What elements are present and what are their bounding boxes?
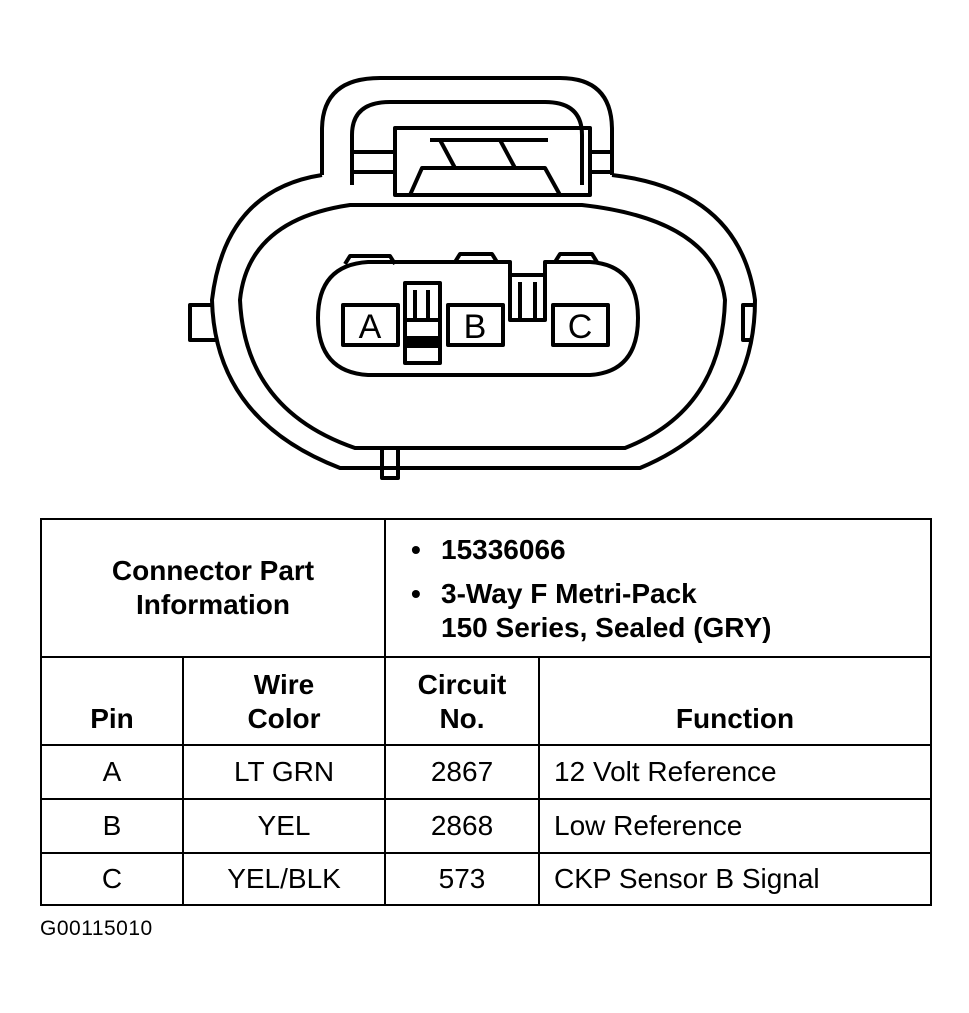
pin-a-label: A xyxy=(359,308,382,346)
pin-cell: C xyxy=(40,852,184,906)
lock-tab-outer xyxy=(320,76,614,175)
part-info-details: 15336066 3-Way F Metri-Pack 150 Series, … xyxy=(384,518,933,658)
pin-b-cavity xyxy=(446,303,505,347)
right-ear xyxy=(741,303,753,342)
circuit-cell: 2867 xyxy=(384,744,541,800)
pin-c-label: C xyxy=(568,308,593,346)
table-row: C YEL/BLK 573 CKP Sensor B Signal xyxy=(40,852,933,906)
terminal-lock-bc xyxy=(508,273,547,322)
column-header-circuit: Circuit No. xyxy=(384,656,541,746)
part-info-row: Connector Part Information 15336066 3-Wa… xyxy=(39,518,933,658)
connector-drawing: A B C xyxy=(188,76,757,480)
wire-color-cell: YEL xyxy=(181,798,387,854)
connector-info-table: Connector Part Information 15336066 3-Wa… xyxy=(39,518,933,906)
pin-cell: B xyxy=(40,798,184,854)
figure-code: G00115010 xyxy=(40,917,153,940)
housing-inner xyxy=(238,203,727,450)
cavity-face xyxy=(316,260,640,377)
left-ear xyxy=(188,303,218,342)
function-cell: 12 Volt Reference xyxy=(538,744,933,800)
column-header-pin: Pin xyxy=(40,656,184,746)
part-info-header: Connector Part Information xyxy=(39,518,387,658)
lock-tab-inner xyxy=(350,100,584,185)
pin-a-cavity xyxy=(341,303,400,347)
function-cell: CKP Sensor B Signal xyxy=(538,852,933,906)
part-number: 15336066 xyxy=(411,533,930,567)
pin-b-label: B xyxy=(464,308,487,346)
bottom-key xyxy=(380,450,400,480)
terminal-lock-ab xyxy=(403,281,442,365)
table-row: B YEL 2868 Low Reference xyxy=(40,798,933,854)
column-header-wire-color: Wire Color xyxy=(181,656,387,746)
table-row: A LT GRN 2867 12 Volt Reference xyxy=(40,744,933,800)
latch-block xyxy=(393,126,592,197)
column-header-function: Function xyxy=(538,656,933,746)
column-header-row: Pin Wire Color Circuit No. Function xyxy=(40,656,933,746)
circuit-cell: 2868 xyxy=(384,798,541,854)
function-cell: Low Reference xyxy=(538,798,933,854)
pin-cell: A xyxy=(40,744,184,800)
housing-outer xyxy=(210,173,757,470)
part-description: 3-Way F Metri-Pack 150 Series, Sealed (G… xyxy=(411,577,930,645)
wire-color-cell: LT GRN xyxy=(181,744,387,800)
circuit-cell: 573 xyxy=(384,852,541,906)
wire-color-cell: YEL/BLK xyxy=(181,852,387,906)
pin-c-cavity xyxy=(551,303,610,347)
